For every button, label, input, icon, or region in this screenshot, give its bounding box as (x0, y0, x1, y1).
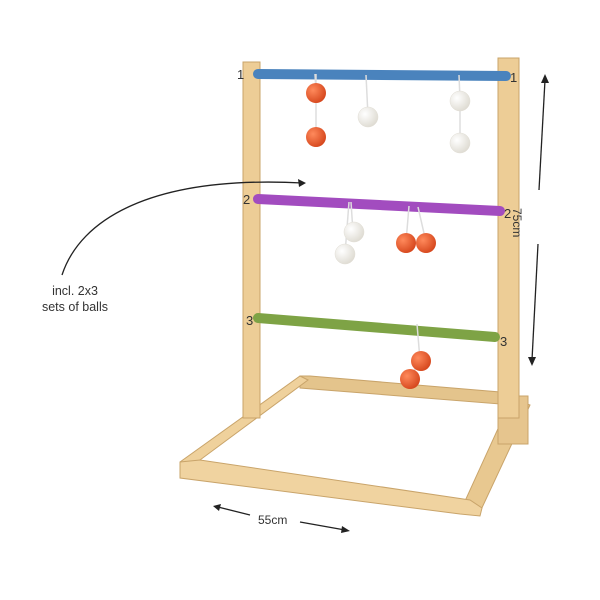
rung-1 (253, 69, 511, 81)
height-dimension-label: 75cm (510, 208, 524, 238)
bola-red-rung3 (400, 351, 431, 389)
rung-2 (253, 194, 505, 216)
width-dimension (213, 504, 350, 533)
bola-red-rung1 (306, 83, 326, 147)
note-line-2: sets of balls (41, 300, 108, 314)
rung-3 (253, 313, 500, 342)
rung-1-label-left: 1 (237, 67, 245, 82)
width-dimension-label: 55cm (258, 513, 288, 527)
base-frame (179, 375, 531, 517)
rung-3-label-left: 3 (246, 313, 254, 328)
balls-included-note: incl. 2x3 sets of balls (20, 283, 130, 315)
note-pointer-arrow (61, 181, 304, 276)
base-front-rail (179, 459, 483, 517)
rung-2-label-left: 2 (243, 192, 251, 207)
rung-1-label-right: 1 (510, 70, 518, 85)
note-pointer-arrowhead (298, 179, 306, 187)
bola-white-rung1-b (449, 90, 471, 154)
bola-white-rung2 (334, 221, 365, 265)
base-back-rail (299, 375, 501, 405)
height-dimension (528, 74, 549, 366)
left-post (242, 61, 261, 419)
note-line-1: incl. 2x3 (52, 284, 98, 298)
right-post (497, 57, 520, 419)
bola-white-rung1-a (357, 106, 379, 128)
bola-red-rung2 (396, 233, 436, 253)
rung-3-label-right: 3 (500, 334, 508, 349)
rung-2-label-right: 2 (504, 206, 512, 221)
